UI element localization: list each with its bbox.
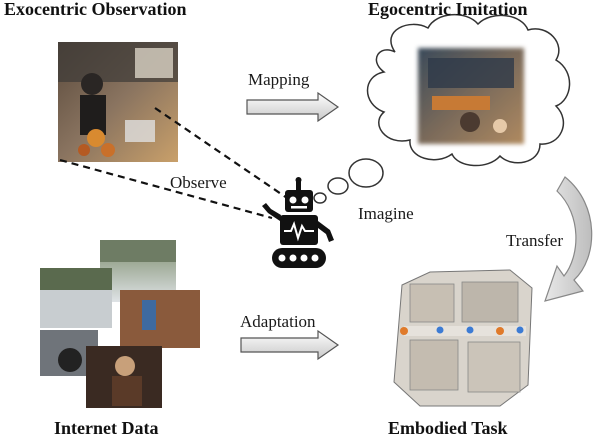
kitchen-photo [58,42,178,162]
imagine-label: Imagine [358,204,414,223]
internet-photos [40,240,200,408]
robot-icon [262,177,334,268]
egocentric-title: Egocentric Imitation [368,0,528,19]
embodied-title: Embodied Task [388,418,508,438]
embodied-scene [393,269,533,407]
mapping-label: Mapping [248,70,310,89]
adaptation-arrow [240,329,340,361]
adaptation-label: Adaptation [240,312,316,331]
observe-lines [59,107,291,220]
egocentric-photo [418,48,524,144]
observe-label: Observe [170,173,227,192]
transfer-label: Transfer [506,231,563,250]
mapping-arrow [246,91,340,123]
internet-title: Internet Data [54,418,159,438]
transfer-arrow [544,176,593,302]
exocentric-title: Exocentric Observation [4,0,187,19]
